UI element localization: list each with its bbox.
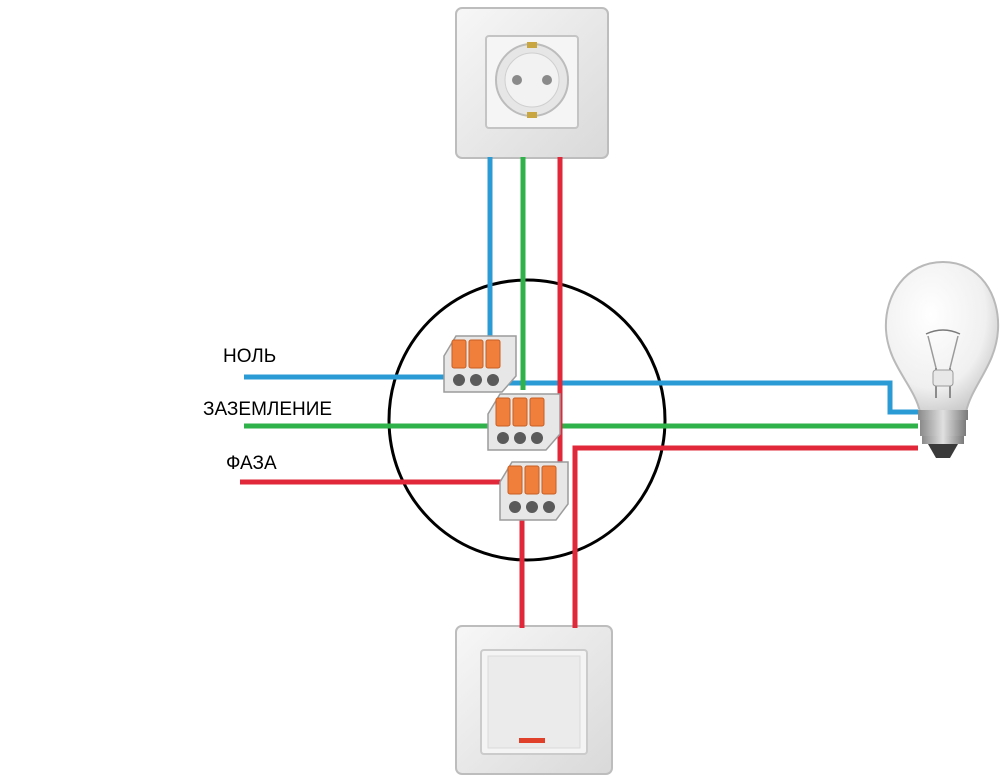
- wago-connector-icon: [443, 335, 517, 393]
- phase-label: ФАЗА: [226, 453, 277, 474]
- ground-wire: [244, 157, 918, 429]
- switch-indicator: [519, 738, 545, 743]
- ground-label: ЗАЗЕМЛЕНИЕ: [203, 399, 332, 420]
- neutral-wire: [244, 157, 918, 415]
- neutral-label: НОЛЬ: [223, 346, 276, 367]
- light-bulb-icon: [884, 260, 1000, 458]
- junction-box-circle: [387, 278, 667, 562]
- light-switch-icon: [455, 625, 613, 775]
- wago-connector-icon: [487, 393, 561, 451]
- phase-wire: [240, 157, 918, 628]
- socket-icon: [455, 7, 609, 159]
- wago-connector-icon: [499, 461, 569, 521]
